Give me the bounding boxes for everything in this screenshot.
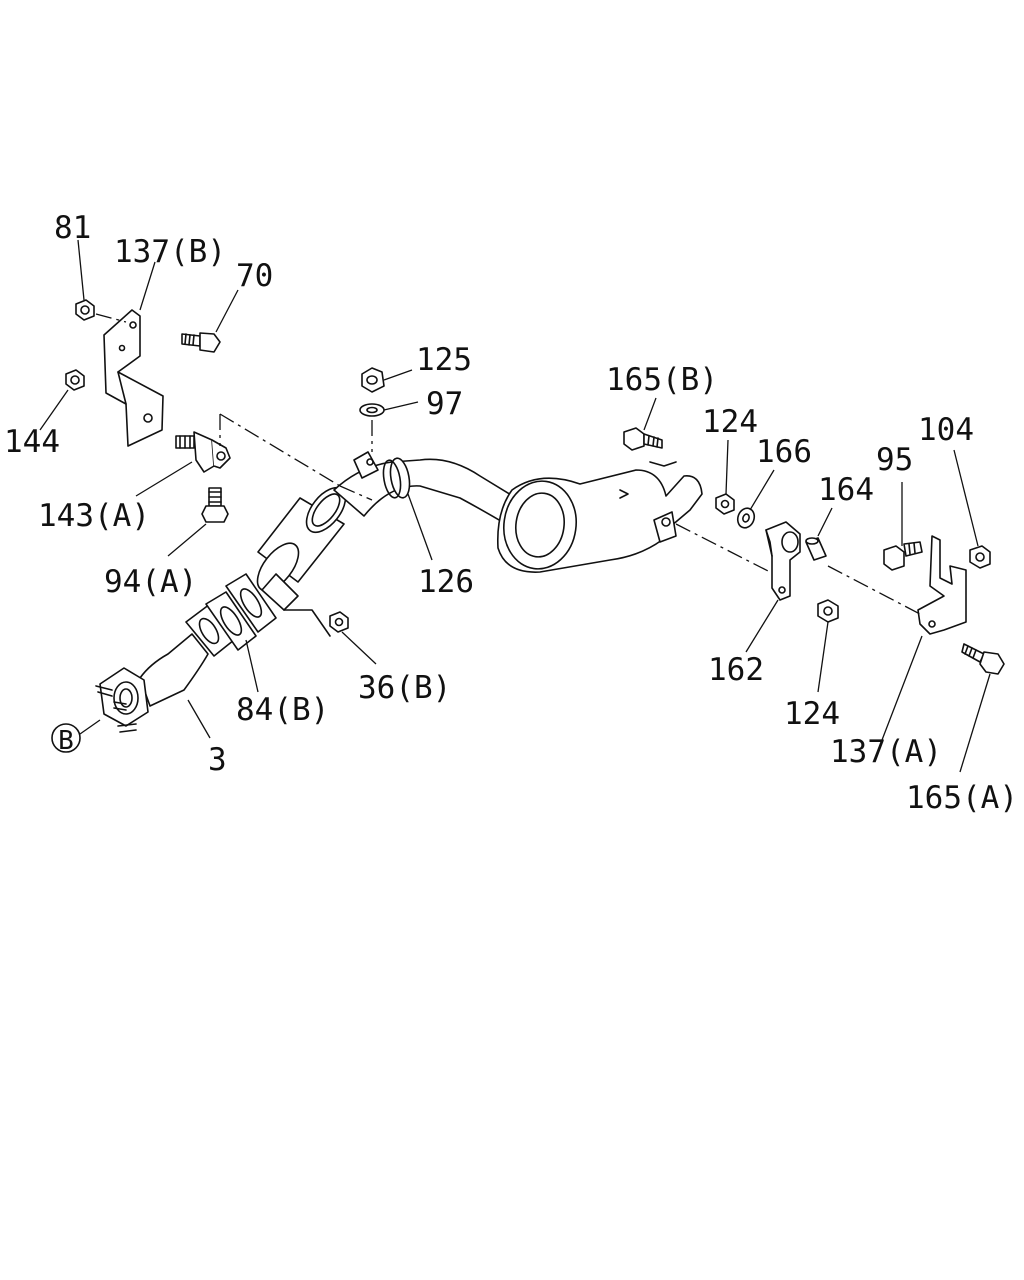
callout-165b: 165(B) (606, 362, 718, 398)
centerline-converter (339, 485, 373, 501)
pipe-126 (333, 451, 517, 531)
callout-166: 166 (756, 434, 812, 470)
nut-36b (329, 611, 349, 633)
pin-164 (805, 537, 827, 561)
centerline-right-2 (827, 565, 921, 615)
gasket-84b (205, 573, 277, 651)
bracket-137b (103, 309, 164, 447)
callout-70: 70 (236, 258, 273, 294)
catalytic-converter (256, 486, 347, 637)
callout-165a: 165(A) (906, 780, 1018, 816)
nut-144 (65, 369, 85, 391)
callout-97: 97 (426, 386, 463, 422)
nut-124-top (715, 493, 735, 515)
bolt-165a (961, 643, 1005, 675)
muffler (496, 461, 703, 573)
callout-144: 144 (4, 424, 60, 460)
callout-104: 104 (918, 412, 974, 448)
callout-126: 126 (418, 564, 474, 600)
bracket-162 (765, 521, 801, 601)
washer-166 (736, 507, 756, 529)
callout-162: 162 (708, 652, 764, 688)
centerline-bracket (95, 313, 127, 323)
bolt-70 (181, 332, 221, 353)
washer-97 (359, 403, 385, 417)
centerline-hanger (219, 413, 341, 487)
ref-b-label: B (58, 726, 74, 756)
callout-137a: 137(A) (830, 734, 942, 770)
bolt-94a (201, 487, 229, 523)
callout-labels: 81 137(B) 70 144 143(A) 94(A) 125 97 126… (4, 210, 1018, 816)
centerline-right (675, 523, 771, 573)
bracket-137a (917, 535, 967, 635)
front-pipe-3 (95, 603, 235, 733)
hanger-143a (175, 431, 231, 473)
leader-lines (39, 239, 991, 773)
nut-124-bottom (817, 599, 839, 623)
nut-104 (969, 545, 991, 569)
callout-84b: 84(B) (236, 692, 329, 728)
callout-143a: 143(A) (38, 498, 150, 534)
callout-164: 164 (818, 472, 874, 508)
callout-3: 3 (208, 742, 227, 778)
callout-125: 125 (416, 342, 472, 378)
callout-124-bottom: 124 (784, 696, 840, 732)
callout-95: 95 (876, 442, 913, 478)
bolt-95 (883, 541, 923, 571)
bolt-165b (623, 427, 663, 451)
callout-36b: 36(B) (358, 670, 451, 706)
callout-94a: 94(A) (104, 564, 197, 600)
nut-125 (361, 367, 385, 393)
nut-81 (75, 299, 95, 321)
callout-137b: 137(B) (114, 234, 226, 270)
ref-mark-b: B (51, 719, 101, 756)
callout-124-top: 124 (702, 404, 758, 440)
callout-81: 81 (54, 210, 91, 246)
